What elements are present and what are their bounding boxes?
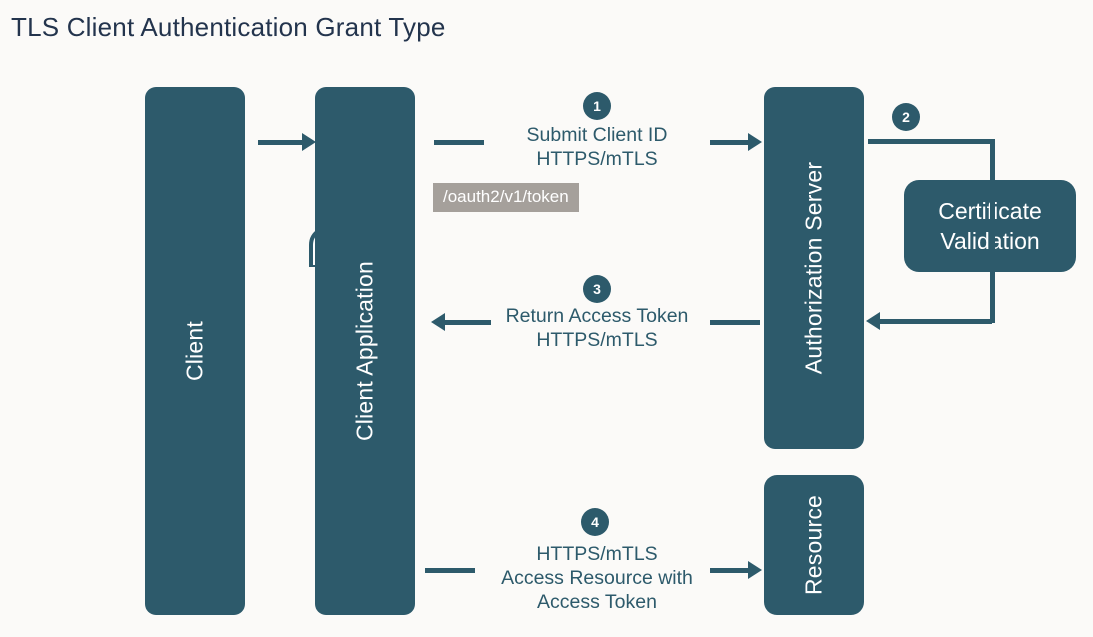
connector-step1-stub bbox=[434, 140, 484, 145]
connector-step2-top bbox=[868, 139, 995, 144]
node-client-label: Client bbox=[181, 320, 208, 382]
node-resource: Resource bbox=[764, 475, 864, 615]
arrowhead-step2 bbox=[866, 312, 880, 330]
endpoint-chip: /oauth2/v1/token bbox=[433, 183, 579, 212]
node-client-application: Client Application bbox=[315, 87, 415, 615]
node-resource-label: Resource bbox=[800, 494, 827, 596]
connector-step3-line bbox=[445, 320, 491, 325]
step-badge-3: 3 bbox=[583, 275, 611, 303]
connector-step2-right bbox=[990, 139, 995, 323]
connector-client-to-application bbox=[258, 140, 304, 145]
step-label-3: Return Access Token HTTPS/mTLS bbox=[505, 305, 689, 351]
connector-step4-stub bbox=[425, 568, 475, 573]
arrowhead-client-to-application bbox=[302, 133, 316, 151]
connector-step3-stub bbox=[710, 320, 760, 325]
page-title: TLS Client Authentication Grant Type bbox=[11, 12, 446, 42]
arrowhead-step4 bbox=[748, 561, 762, 579]
step-badge-4: 4 bbox=[581, 508, 609, 536]
step-label-1: Submit Client ID HTTPS/mTLS bbox=[526, 124, 668, 170]
node-client: Client bbox=[145, 87, 371, 615]
node-authorization-server-label: Authorization Server bbox=[800, 161, 827, 375]
node-authorization-server: Authorization Server bbox=[764, 87, 864, 449]
connector-step1-line bbox=[710, 140, 750, 145]
step-label-4: HTTPS/mTLS Access Resource with Access T… bbox=[501, 543, 693, 613]
arrowhead-step3 bbox=[431, 313, 445, 331]
node-client-application-label: Client Application bbox=[351, 260, 378, 442]
step-badge-1: 1 bbox=[583, 92, 611, 120]
step-badge-2: 2 bbox=[892, 103, 920, 131]
connector-step4-line bbox=[710, 568, 750, 573]
connector-step2-bottom bbox=[880, 319, 992, 324]
arrowhead-step1 bbox=[748, 133, 762, 151]
